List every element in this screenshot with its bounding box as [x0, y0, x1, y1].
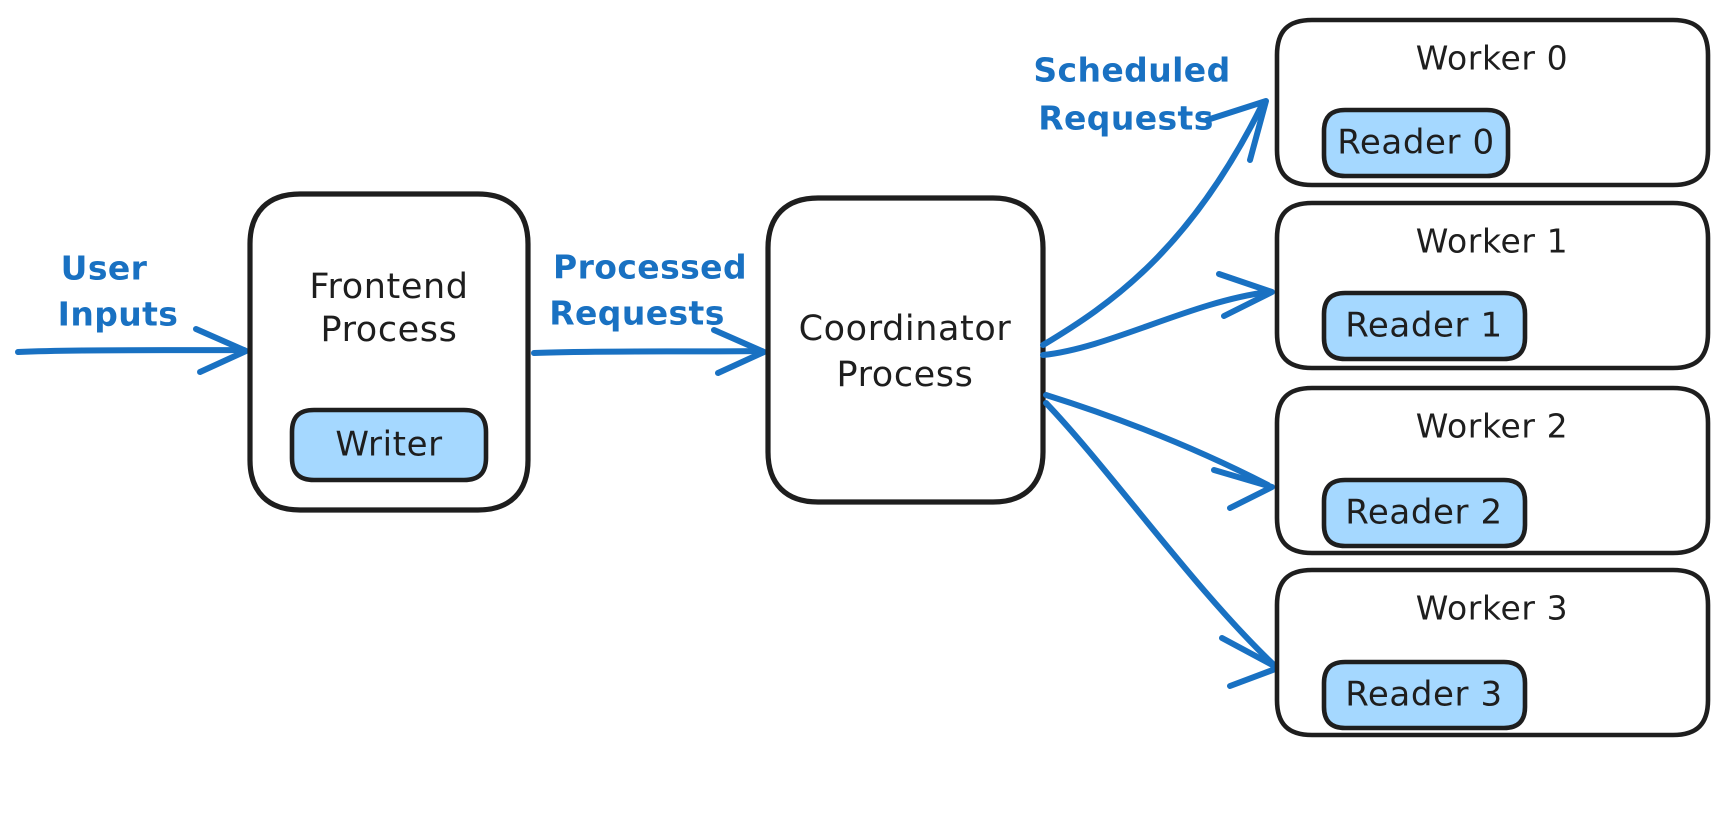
node-reader-1[interactable]: Reader 1: [1321, 290, 1528, 362]
processed-requests-label-line1: Processed: [553, 248, 747, 287]
user-inputs-arrow-line: [15, 347, 247, 355]
reader-0-box: [1321, 107, 1511, 179]
scheduled-arrow-0-line: [1040, 102, 1265, 348]
edge-scheduled-requests-worker-1: [1040, 271, 1275, 358]
node-worker-2[interactable]: Worker 2 Reader 2: [1274, 385, 1711, 556]
coordinator-process-box: [765, 195, 1046, 505]
frontend-process-label-line2: Process: [321, 310, 458, 350]
scheduled-arrow-1-line: [1040, 289, 1271, 358]
writer-label: Writer: [335, 425, 442, 465]
worker-1-label: Worker 1: [1416, 222, 1569, 261]
node-worker-1[interactable]: Worker 1 Reader 1: [1274, 200, 1711, 371]
user-inputs-label-line1: User: [61, 249, 148, 288]
node-reader-2[interactable]: Reader 2: [1321, 477, 1528, 549]
scheduled-requests-label-line1: Scheduled: [1033, 51, 1230, 90]
label-user-inputs: User Inputs: [58, 249, 179, 334]
scheduled-requests-label-line2: Requests: [1038, 99, 1214, 138]
processed-requests-arrow-line: [531, 348, 765, 356]
scheduled-arrow-2-line: [1043, 392, 1271, 488]
edge-user-inputs: [15, 326, 249, 375]
reader-3-box: [1321, 659, 1528, 731]
label-processed-requests: Processed Requests: [549, 248, 747, 333]
reader-0-label: Reader 0: [1337, 123, 1495, 163]
reader-1-box: [1321, 290, 1528, 362]
scheduled-arrow-0-head: [1204, 98, 1269, 163]
processed-requests-label-line2: Requests: [549, 294, 725, 333]
coordinator-process-label-line2: Process: [837, 355, 974, 395]
edge-processed-requests: [531, 327, 767, 376]
node-worker-0[interactable]: Worker 0 Reader 0: [1274, 17, 1711, 188]
worker-0-label: Worker 0: [1416, 39, 1569, 78]
processed-requests-arrow-head: [711, 327, 767, 376]
scheduled-arrow-3-line: [1043, 400, 1277, 668]
node-reader-3[interactable]: Reader 3: [1321, 659, 1528, 731]
node-frontend-process[interactable]: Frontend Process Writer: [247, 191, 531, 513]
coordinator-process-label-line1: Coordinator: [799, 309, 1012, 349]
node-coordinator-process[interactable]: Coordinator Process: [765, 195, 1046, 505]
user-inputs-arrow-head: [193, 326, 249, 375]
node-reader-0[interactable]: Reader 0: [1321, 107, 1511, 179]
node-writer[interactable]: Writer: [289, 407, 489, 483]
reader-1-label: Reader 1: [1345, 306, 1503, 346]
user-inputs-label-line2: Inputs: [58, 295, 179, 334]
scheduled-arrow-2-head: [1211, 467, 1275, 511]
writer-box: [289, 407, 489, 483]
reader-3-label: Reader 3: [1345, 675, 1503, 715]
scheduled-arrow-1-head: [1216, 271, 1275, 319]
reader-2-label: Reader 2: [1345, 493, 1503, 533]
worker-3-label: Worker 3: [1416, 589, 1569, 628]
label-scheduled-requests: Scheduled Requests: [1033, 51, 1230, 138]
frontend-process-label-line1: Frontend: [309, 267, 468, 307]
edge-scheduled-requests-worker-0: [1040, 98, 1269, 348]
edge-scheduled-requests-worker-3: [1043, 400, 1281, 689]
edge-scheduled-requests-worker-2: [1043, 392, 1275, 511]
reader-2-box: [1321, 477, 1528, 549]
node-worker-3[interactable]: Worker 3 Reader 3: [1274, 567, 1711, 738]
worker-2-label: Worker 2: [1416, 407, 1569, 446]
